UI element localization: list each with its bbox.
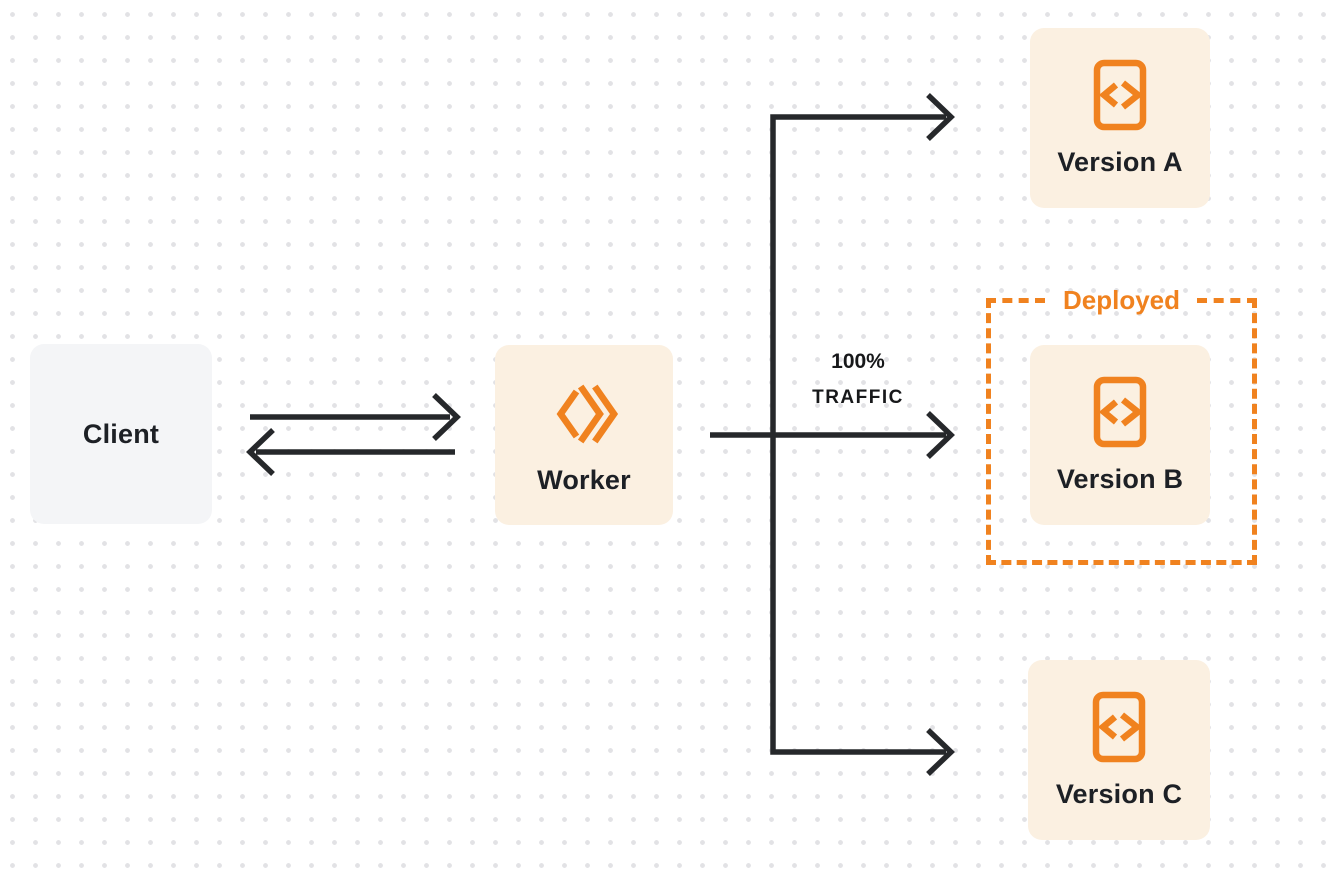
traffic-word-text: TRAFFIC xyxy=(812,387,904,408)
version-a-label: Version A xyxy=(1057,146,1183,177)
code-file-icon xyxy=(1092,376,1148,448)
client-node-label: Client xyxy=(82,418,160,449)
worker-logo-icon xyxy=(549,375,619,453)
arrow-branch-to-version-c-head xyxy=(926,728,955,776)
deployed-region xyxy=(986,298,1257,565)
code-file-icon xyxy=(1092,59,1148,131)
deployed-border-top-left xyxy=(986,298,1045,303)
code-file-icon xyxy=(1091,691,1147,763)
version-b-label: Version B xyxy=(1056,463,1184,494)
arrow-worker-to-client-head xyxy=(246,428,275,476)
deployed-border-top-right xyxy=(1197,298,1257,303)
arrow-branch-to-version-a xyxy=(770,114,946,435)
arrow-worker-to-version-b-head xyxy=(926,411,955,459)
arrow-client-to-worker-head xyxy=(432,393,461,441)
traffic-percent-text: 100% xyxy=(831,350,885,373)
deployed-label: Deployed xyxy=(1062,285,1181,315)
worker-node-label: Worker xyxy=(537,464,631,495)
client-node: Client xyxy=(30,344,212,524)
version-c-node: Version C xyxy=(1028,660,1210,840)
version-c-label: Version C xyxy=(1055,778,1183,809)
traffic-label: 100% TRAFFIC xyxy=(777,350,939,409)
version-a-node: Version A xyxy=(1030,28,1210,208)
arrow-branch-to-version-a-head xyxy=(926,93,955,141)
version-b-node: Version B xyxy=(1030,345,1210,525)
arrow-branch-to-version-c xyxy=(770,435,946,755)
worker-node: Worker xyxy=(495,345,673,525)
